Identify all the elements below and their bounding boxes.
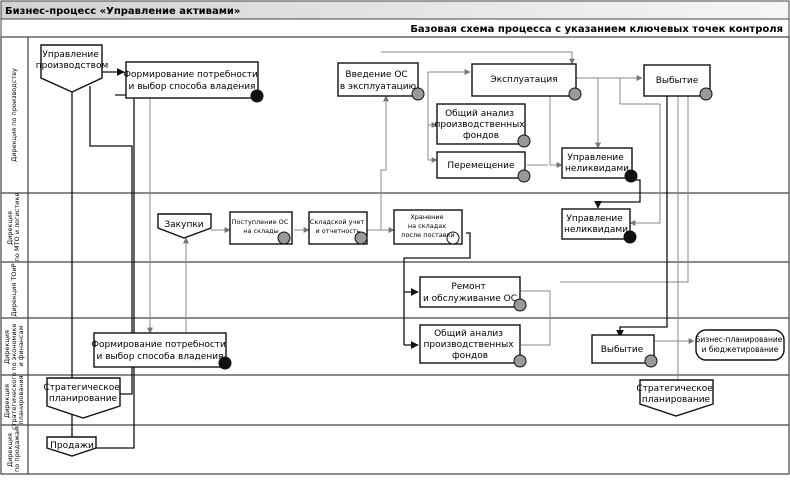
commission-label: Введение ОС в эксплуатацию (340, 70, 417, 92)
operation-label: Эксплуатация (490, 75, 557, 85)
analysis-top-label: Общий анализ производственных фондов (435, 109, 528, 141)
control-point-black (218, 356, 232, 370)
lane-labels: Дирекция по производству Дирекция по МТО… (3, 68, 25, 472)
form-need-fin-label: Формирование потребности и выбор способа… (91, 340, 229, 362)
receipt-label: Поступление ОС на склады (232, 218, 291, 235)
control-point-white (446, 231, 460, 245)
analysis-fin-label: Общий анализ производственных фондов (424, 329, 517, 361)
control-point-gray (354, 231, 368, 245)
event-shapes (40, 44, 714, 457)
lane-strategy: Дирекция стратегического планирования (3, 370, 25, 430)
form-need-top-box[interactable] (125, 61, 259, 99)
repair-box[interactable] (419, 276, 521, 308)
disposal-top-box[interactable] (643, 64, 711, 97)
lane-toir: Дирекция ТОиР (10, 263, 18, 316)
control-point-gray (699, 87, 713, 101)
analysis-top-box[interactable] (436, 103, 526, 145)
form-need-top-label: Формирование потребности и выбор способа… (123, 70, 261, 92)
strat-right-shape[interactable] (639, 379, 714, 417)
control-point-gray (277, 231, 291, 245)
operation-box[interactable] (471, 63, 577, 97)
disposal-top-label: Выбытие (656, 76, 699, 86)
purchases-label: Закупки (164, 220, 203, 230)
budgeting-box[interactable] (695, 329, 785, 361)
control-point-gray (568, 87, 582, 101)
repair-label: Ремонт и обслуживание ОС (423, 282, 517, 304)
accounting-label: Складской учет и отчетность (310, 218, 366, 235)
gray-connectors (147, 51, 695, 396)
control-point-gray (517, 134, 531, 148)
lane-economy: Дирекция по экономике и финансам (3, 321, 25, 370)
storage-label: Хранение на складах после поставки (401, 213, 455, 239)
analysis-fin-box[interactable] (419, 324, 521, 364)
prod-mgmt-label: Управление производством (36, 50, 109, 71)
control-point-black (624, 169, 638, 183)
control-point-black (250, 89, 264, 103)
strat-left-label: Стратегическое планирование (43, 383, 122, 404)
lane-mto: Дирекция по МТО и логистике (6, 193, 21, 262)
lane-sales: Дирекция по продажам (6, 426, 21, 472)
control-point-gray (411, 87, 425, 101)
commission-box[interactable] (337, 62, 419, 97)
control-point-gray (644, 354, 658, 368)
budgeting-label: Бизнес-планирование и бюджетирование (695, 335, 785, 354)
black-connectors (70, 68, 668, 449)
lane-production: Дирекция по производству (10, 68, 18, 162)
illiquid-1-label: Управление неликвидами (565, 153, 629, 174)
purchases-shape[interactable] (157, 213, 212, 239)
control-point-black (623, 230, 637, 244)
node-labels: Управление производством Формирование по… (36, 50, 785, 451)
strat-left-shape[interactable] (46, 377, 121, 419)
form-need-fin-box[interactable] (93, 332, 227, 368)
illiquid-2-label: Управление неликвидами (564, 214, 628, 235)
page-title: Бизнес-процесс «Управление активами» (5, 6, 240, 17)
movement-label: Перемещение (447, 161, 515, 171)
movement-box[interactable] (436, 151, 526, 179)
disposal-fin-box[interactable] (591, 334, 655, 364)
control-point-gray (513, 298, 527, 312)
sales-shape[interactable] (46, 436, 97, 457)
control-point-gray (513, 354, 527, 368)
control-points (218, 87, 713, 370)
page-subtitle: Базовая схема процесса с указанием ключе… (410, 24, 783, 35)
disposal-fin-label: Выбытие (601, 345, 644, 355)
sales-label: Продажи (50, 441, 94, 451)
prod-mgmt-shape[interactable] (40, 44, 103, 93)
strat-right-label: Стратегическое планирование (636, 384, 715, 405)
illiquid-1-box[interactable] (561, 147, 633, 179)
illiquid-2-box[interactable] (561, 208, 631, 240)
control-point-gray (517, 169, 531, 183)
